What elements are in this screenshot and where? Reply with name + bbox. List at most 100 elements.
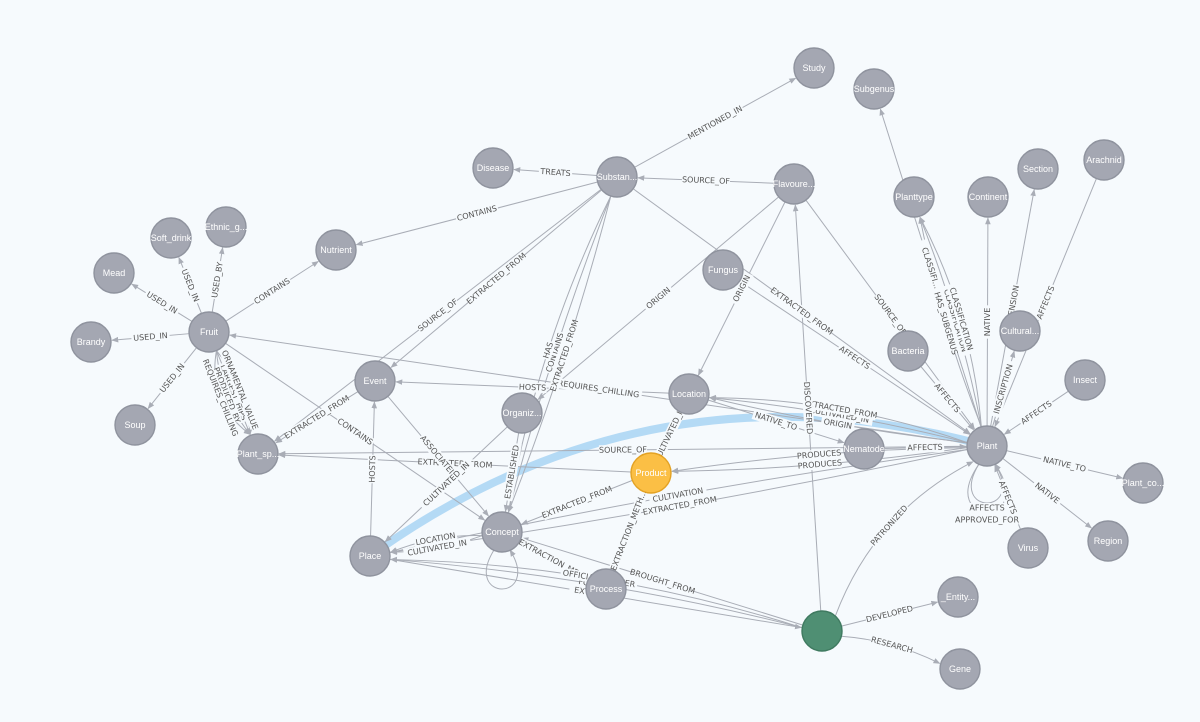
edge-label: NATIVE_TO [1039,453,1090,475]
node-circle[interactable] [939,648,981,690]
node-circle[interactable] [1122,462,1164,504]
node-circle[interactable] [596,156,638,198]
node-disease[interactable]: Disease [472,147,514,189]
node-label: Product [635,468,667,478]
node-virus[interactable]: Virus [1007,527,1049,569]
node-circle[interactable] [237,433,279,475]
edge-label: USED_IN [130,330,171,344]
node-label: Place [359,551,382,561]
node-subgenus[interactable]: Subgenus [853,68,895,110]
node-circle[interactable] [702,249,744,291]
edge-label: NATIVE [982,305,993,339]
node-circle[interactable] [114,404,156,446]
node-flavoure[interactable]: Flavoure... [773,163,816,205]
node-circle[interactable] [1007,527,1049,569]
node-unlabeled[interactable] [801,610,843,652]
node-circle[interactable] [472,147,514,189]
node-circle[interactable] [853,68,895,110]
node-circle[interactable] [501,392,543,434]
node-gene[interactable]: Gene [939,648,981,690]
edge-label-bg [413,530,458,548]
node-study[interactable]: Study [793,47,835,89]
node-region[interactable]: Region [1087,520,1129,562]
edge-label-bg [769,285,834,337]
node-process[interactable]: Process [585,568,627,610]
edge-label-bg [554,377,643,401]
node-circle[interactable] [843,428,885,470]
node-label: Fungus [708,265,739,275]
node-fruit[interactable]: Fruit [188,311,230,353]
node-entity[interactable]: _Entity... [937,576,979,618]
edge-label: DISCOVERED [801,381,815,435]
node-soup[interactable]: Soup [114,404,156,446]
edge-label-text: HOSTS [519,382,547,392]
edge-label-bg [251,275,293,308]
node-label: Subgenus [854,84,895,94]
node-circle[interactable] [1083,139,1125,181]
node-fungus[interactable]: Fungus [702,249,744,291]
node-circle[interactable] [773,163,815,205]
node-mead[interactable]: Mead [93,252,135,294]
edge-label-bg [216,361,250,424]
node-brandy[interactable]: Brandy [70,321,112,363]
node-planttype[interactable]: Planttype [893,176,935,218]
edge-label-text: CONTAINS [252,276,291,306]
edge-label: AFFECTS [1033,282,1058,323]
edge-label: REQUIRES_CHILLING [554,377,643,401]
node-organiz[interactable]: Organiz... [501,392,543,434]
node-product[interactable]: Product [630,452,672,494]
node-circle[interactable] [999,310,1041,352]
node-event[interactable]: Event [354,360,396,402]
node-soft_drink[interactable]: Soft_drink [150,217,192,259]
edge-label-bg [729,271,754,306]
node-plant_sp[interactable]: Plant_sp... [237,433,280,475]
node-circle[interactable] [893,176,935,218]
node-circle[interactable] [966,425,1008,467]
node-nematode[interactable]: Nematode [843,428,885,470]
edge-label-bg [199,355,242,441]
node-location[interactable]: Location [668,373,710,415]
node-circle[interactable] [937,576,979,618]
edge-label-text: NATIVE_TO [1042,455,1087,474]
node-circle[interactable] [481,511,523,553]
node-circle[interactable] [188,311,230,353]
edge-label: ORIGIN [642,283,675,313]
node-circle[interactable] [630,452,672,494]
node-place[interactable]: Place [349,535,391,577]
node-section[interactable]: Section [1017,148,1059,190]
node-concept[interactable]: Concept [481,511,523,553]
node-insect[interactable]: Insect [1064,359,1106,401]
node-circle[interactable] [315,229,357,271]
edge-label: EXTRACTED_FROM [540,484,614,521]
node-circle[interactable] [1017,148,1059,190]
node-cultural[interactable]: Cultural... [999,310,1041,352]
node-ethnic[interactable]: Ethnic_g... [205,206,248,248]
node-circle[interactable] [585,568,627,610]
edge-concept-concept[interactable] [485,549,519,590]
node-circle[interactable] [1064,359,1106,401]
node-plant[interactable]: Plant [966,425,1008,467]
node-nutrient[interactable]: Nutrient [315,229,357,271]
edge-label-bg [932,291,960,355]
node-circle[interactable] [801,610,843,652]
node-circle[interactable] [967,176,1009,218]
node-bacteria[interactable]: Bacteria [887,330,929,372]
node-label: Event [363,376,387,386]
node-substan[interactable]: Substan... [596,156,638,198]
node-plant_co[interactable]: Plant_co... [1122,462,1165,504]
node-circle[interactable] [150,217,192,259]
node-arachnid[interactable]: Arachnid [1083,139,1125,181]
node-circle[interactable] [349,535,391,577]
node-circle[interactable] [887,330,929,372]
node-circle[interactable] [668,373,710,415]
node-circle[interactable] [793,47,835,89]
node-circle[interactable] [93,252,135,294]
edge-label-bg [990,359,1017,419]
node-continent[interactable]: Continent [967,176,1009,218]
node-circle[interactable] [205,206,247,248]
node-circle[interactable] [70,321,112,363]
edge-label-bg [334,415,376,449]
node-circle[interactable] [354,360,396,402]
node-circle[interactable] [1087,520,1129,562]
